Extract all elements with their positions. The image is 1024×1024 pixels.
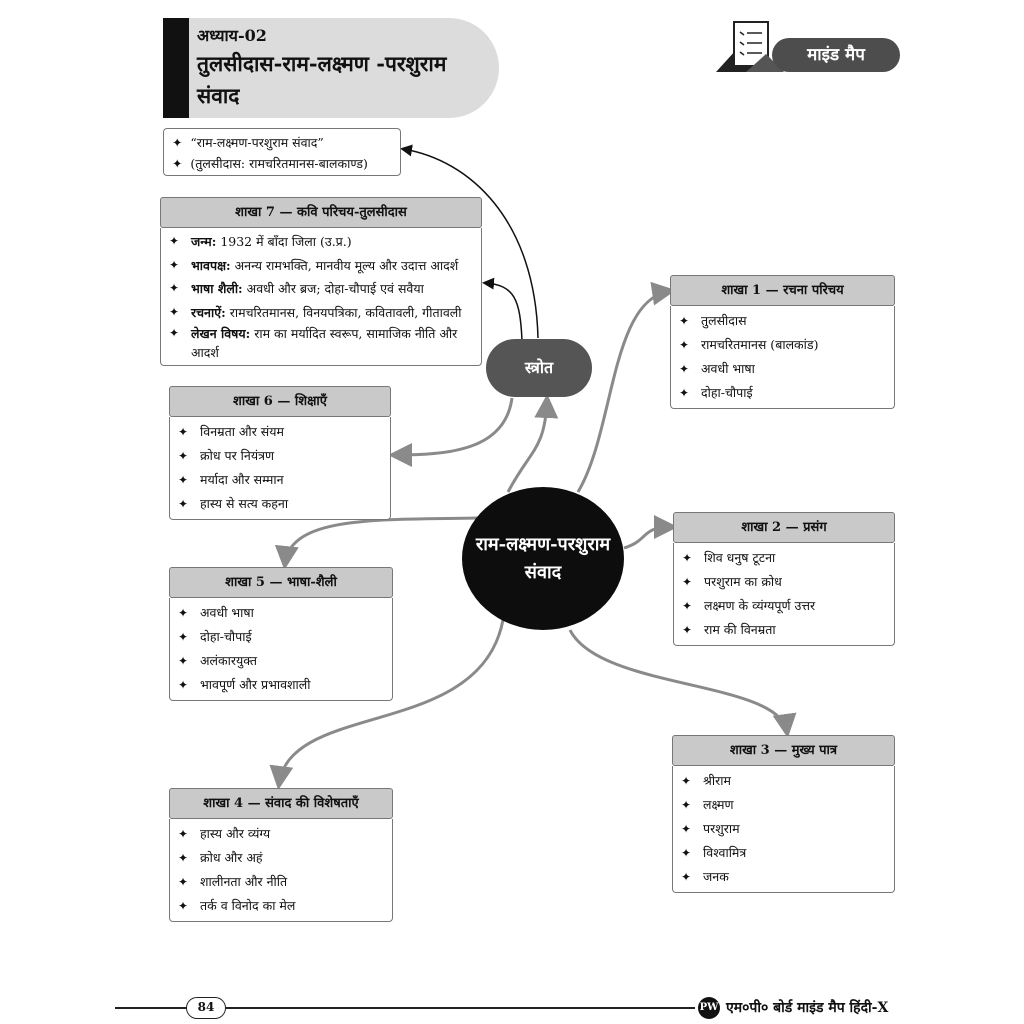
branch-title: शाखा 6 — शिक्षाएँ <box>169 386 391 417</box>
list-item: शालीनता और नीति <box>178 870 384 894</box>
list-item: हास्य और व्यंग्य <box>178 822 384 846</box>
list-item: लक्ष्मण के व्यंग्यपूर्ण उत्तर <box>682 594 886 618</box>
list-item: भाषा शैली: अवधी और ब्रज; दोहा-चौपाई एवं … <box>169 277 473 301</box>
branch-title: शाखा 4 — संवाद की विशेषताएँ <box>169 788 393 819</box>
source-box: ✦ “राम-लक्ष्मण-परशुराम संवाद” ✦ (तुलसीदा… <box>163 128 401 176</box>
center-topic-node: राम-लक्ष्मण-परशुराम संवाद <box>462 487 624 630</box>
list-item: परशुराम का क्रोध <box>682 570 886 594</box>
branch-list: विनम्रता और संयम क्रोध पर नियंत्रण मर्या… <box>169 417 391 520</box>
list-item: विश्वामित्र <box>681 841 886 865</box>
list-item: दोहा-चौपाई <box>679 381 886 405</box>
book-title: एम०पी० बोर्ड माइंड मैप हिंदी-X <box>726 1000 889 1016</box>
list-item: अवधी भाषा <box>178 601 384 625</box>
list-item: हास्य से सत्य कहना <box>178 492 382 516</box>
branch-list: शिव धनुष टूटना परशुराम का क्रोध लक्ष्मण … <box>673 543 895 646</box>
branch-list: हास्य और व्यंग्य क्रोध और अहं शालीनता और… <box>169 819 393 922</box>
list-item: भावपूर्ण और प्रभावशाली <box>178 673 384 697</box>
list-item: अलंकारयुक्त <box>178 649 384 673</box>
source-item: ✦ (तुलसीदास: रामचरितमानस-बालकाण्ड) <box>172 156 368 171</box>
branch-1: शाखा 1 — रचना परिचय तुलसीदास रामचरितमानस… <box>670 275 895 409</box>
chapter-header: अध्याय-02 तुलसीदास-राम-लक्ष्मण -परशुराम … <box>163 18 499 118</box>
list-item: रामचरितमानस (बालकांड) <box>679 333 886 357</box>
list-item: लेखन विषय: राम का मर्यादित स्वरूप, सामाज… <box>169 324 473 362</box>
list-item: जनक <box>681 865 886 889</box>
branch-title: शाखा 3 — मुख्य पात्र <box>672 735 895 766</box>
branch-title: शाखा 5 — भाषा-शैली <box>169 567 393 598</box>
footer-rule <box>115 1007 695 1009</box>
branch-list: श्रीराम लक्ष्मण परशुराम विश्वामित्र जनक <box>672 766 895 893</box>
branch-2: शाखा 2 — प्रसंग शिव धनुष टूटना परशुराम क… <box>673 512 895 646</box>
list-item: दोहा-चौपाई <box>178 625 384 649</box>
list-item: तर्क व विनोद का मेल <box>178 894 384 918</box>
branch-4: शाखा 4 — संवाद की विशेषताएँ हास्य और व्य… <box>169 788 393 922</box>
chapter-title: तुलसीदास-राम-लक्ष्मण -परशुराम संवाद <box>197 51 447 108</box>
branch-list: अवधी भाषा दोहा-चौपाई अलंकारयुक्त भावपूर्… <box>169 598 393 701</box>
chapter-accent-bar <box>163 18 189 118</box>
list-item: राम की विनम्रता <box>682 618 886 642</box>
branch-title: शाखा 7 — कवि परिचय-तुलसीदास <box>160 197 482 228</box>
branch-title: शाखा 2 — प्रसंग <box>673 512 895 543</box>
list-item: लक्ष्मण <box>681 793 886 817</box>
list-item: रचनाऐं: रामचरितमानस, विनयपत्रिका, कविताव… <box>169 301 473 325</box>
branch-5: शाखा 5 — भाषा-शैली अवधी भाषा दोहा-चौपाई … <box>169 567 393 701</box>
mind-map-tag: माइंड मैप <box>772 38 900 72</box>
list-item: क्रोध पर नियंत्रण <box>178 444 382 468</box>
branch-3: शाखा 3 — मुख्य पात्र श्रीराम लक्ष्मण परश… <box>672 735 895 893</box>
page-number: 84 <box>186 997 226 1019</box>
branch-list: जन्म: 1932 में बाँदा जिला (उ.प्र.) भावपक… <box>160 228 482 366</box>
source-item: ✦ “राम-लक्ष्मण-परशुराम संवाद” <box>172 135 324 150</box>
branch-title: शाखा 1 — रचना परिचय <box>670 275 895 306</box>
list-item: क्रोध और अहं <box>178 846 384 870</box>
source-node: स्त्रोत <box>486 339 592 397</box>
branch-7: शाखा 7 — कवि परिचय-तुलसीदास जन्म: 1932 म… <box>160 197 482 366</box>
list-item: जन्म: 1932 में बाँदा जिला (उ.प्र.) <box>169 230 473 254</box>
branch-list: तुलसीदास रामचरितमानस (बालकांड) अवधी भाषा… <box>670 306 895 409</box>
checklist-icon <box>716 21 784 72</box>
list-item: भावपक्ष: अनन्य रामभक्ति, मानवीय मूल्य और… <box>169 254 473 278</box>
list-item: श्रीराम <box>681 769 886 793</box>
list-item: मर्यादा और सम्मान <box>178 468 382 492</box>
chapter-number: अध्याय-02 <box>197 26 267 45</box>
publisher-logo: PW <box>698 997 720 1019</box>
list-item: विनम्रता और संयम <box>178 420 382 444</box>
list-item: अवधी भाषा <box>679 357 886 381</box>
list-item: तुलसीदास <box>679 309 886 333</box>
list-item: परशुराम <box>681 817 886 841</box>
list-item: शिव धनुष टूटना <box>682 546 886 570</box>
branch-6: शाखा 6 — शिक्षाएँ विनम्रता और संयम क्रोध… <box>169 386 391 520</box>
